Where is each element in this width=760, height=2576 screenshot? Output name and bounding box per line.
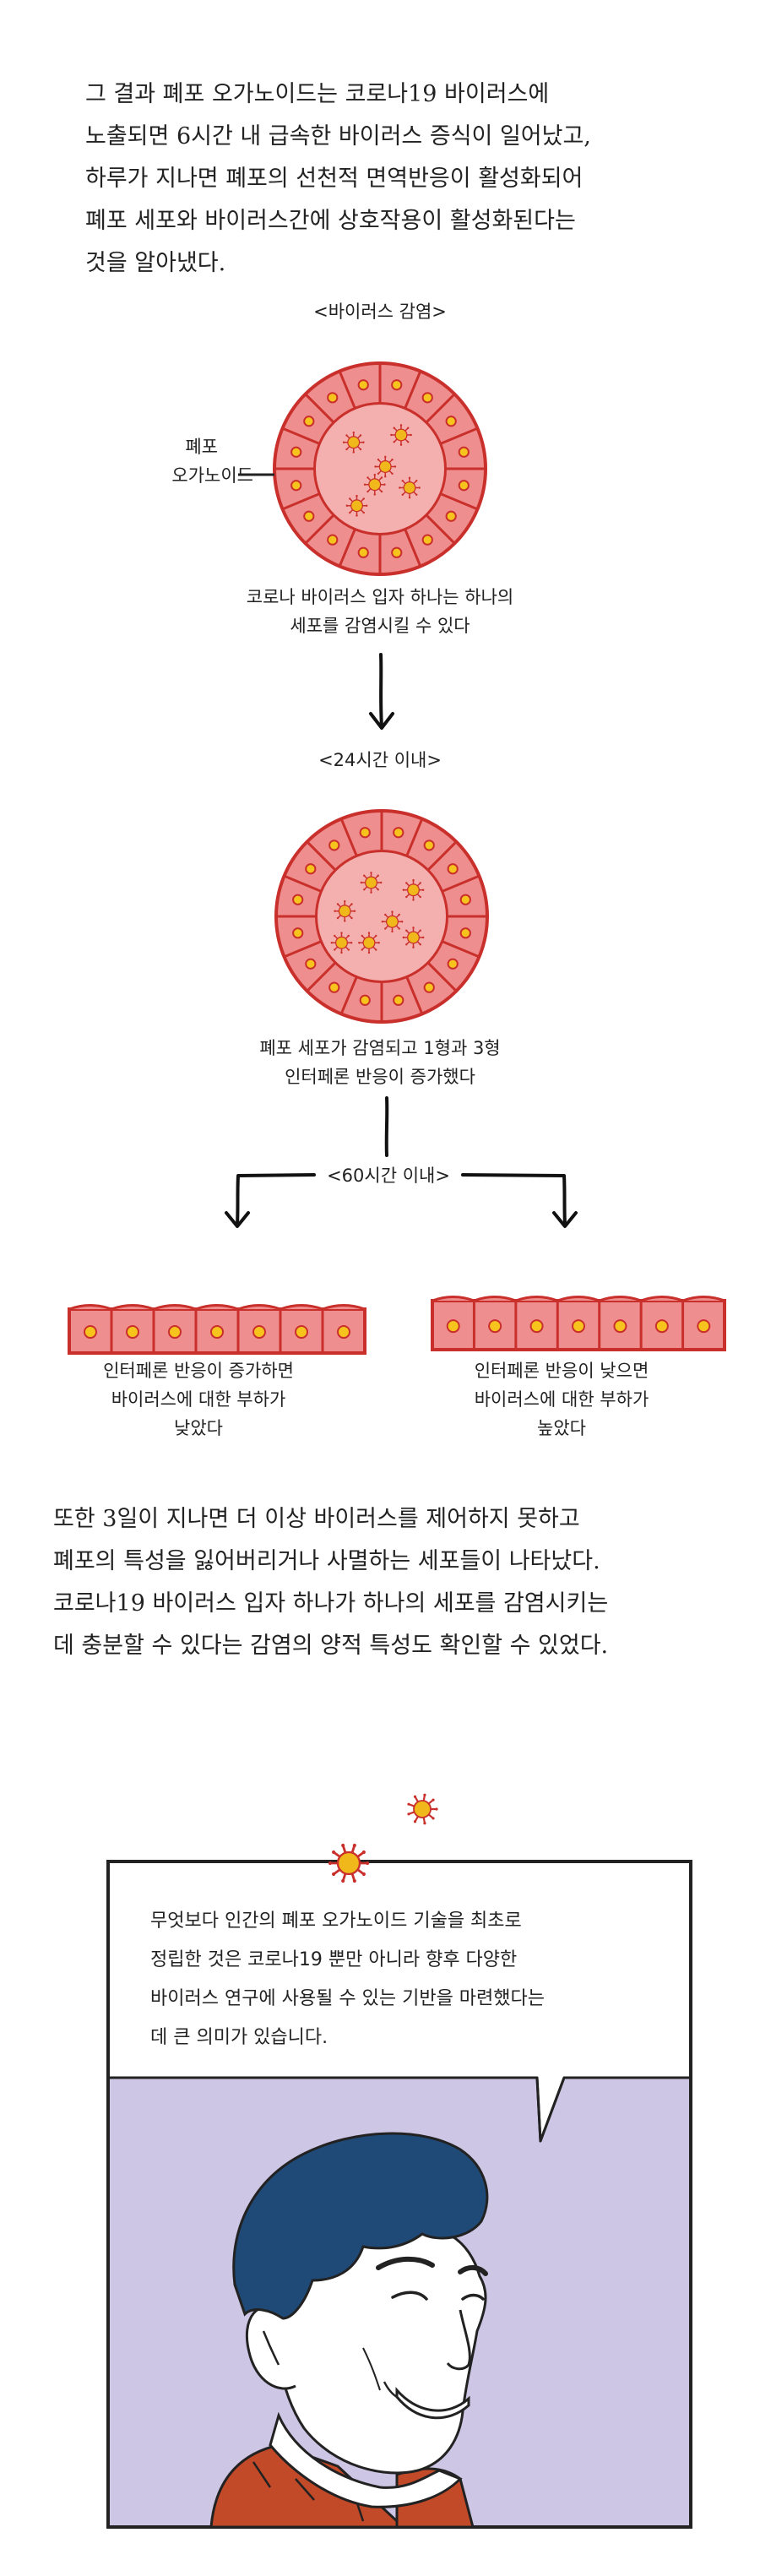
hours24-caption-line: 폐포 세포가 감염되고 1형과 3형 [259,1038,501,1058]
intro-paragraph: 그 결과 폐포 오가노이드는 코로나19 바이러스에 노출되면 6시간 내 급속… [85,73,591,285]
infection-title: <바이러스 감염> [313,302,447,322]
cell-layer-high-load [431,1296,726,1351]
virus-particle [360,872,383,894]
left-caption-line: 낮았다 [174,1418,223,1438]
outro-line: 코로나19 바이러스 입자 하나가 하나의 세포를 감염시키는 [53,1590,609,1617]
infection-caption: 코로나 바이러스 입자 하나는 하나의 세포를 감염시킬 수 있다 [194,583,566,640]
virus-particle [345,494,368,517]
right-caption: 인터페론 반응이 낮으면 바이러스에 대한 부하가 높았다 [439,1356,684,1443]
right-caption-line: 높았다 [537,1418,586,1438]
hours24-title: <24시간 이내> [318,750,442,770]
virus-particle [402,927,425,948]
speech-text: 무엇보다 인간의 폐포 오가노이드 기술을 최초로 정립한 것은 코로나19 뿐… [150,1902,545,2057]
infection-caption-line: 세포를 감염시킬 수 있다 [290,616,470,636]
virus-particle [363,473,386,496]
left-caption-line: 인터페론 반응이 증가하면 [103,1361,294,1381]
virus-particle [374,455,397,478]
virus-particle [334,899,356,922]
virus-particle [328,1843,370,1883]
hours24-caption-line: 인터페론 반응이 증가했다 [285,1067,475,1087]
hours24-caption: 폐포 세포가 감염되고 1형과 3형 인터페론 반응이 증가했다 [194,1034,566,1091]
left-caption: 인터페론 반응이 증가하면 바이러스에 대한 부하가 낮았다 [76,1356,321,1443]
speech-line: 정립한 것은 코로나19 뿐만 아니라 향후 다양한 [150,1949,518,1970]
comic-panel [106,1793,692,2529]
cell-layer-low-load [68,1304,366,1355]
outro-paragraph: 또한 3일이 지나면 더 이상 바이러스를 제어하지 못하고 폐포의 특성을 잃… [53,1498,608,1667]
split-stem [384,1096,389,1157]
outro-line: 폐포의 특성을 잃어버리거나 사멸하는 세포들이 나타났다. [53,1548,600,1574]
outro-line: 데 충분할 수 있다는 감염의 양적 특성도 확인할 수 있었다. [53,1633,609,1659]
virus-particle [407,1793,438,1825]
virus-icon [328,1843,370,1883]
intro-line: 그 결과 폐포 오가노이드는 코로나19 바이러스에 [85,81,550,107]
diagram-graphics [68,361,726,1355]
speech-line: 데 큰 의미가 있습니다. [150,2027,328,2048]
intro-line: 노출되면 6시간 내 급속한 바이러스 증식이 일어났고, [85,123,591,149]
virus-particle [390,424,412,446]
hair [232,2132,489,2320]
virus-particle [358,932,380,954]
branch-arrow-left [225,1173,316,1228]
intro-line: 하루가 지나면 폐포의 선천적 면역반응이 활성화되어 [85,166,584,192]
hours60-title: <60시간 이내> [312,1161,464,1190]
down-arrow [369,653,394,730]
right-caption-line: 바이러스에 대한 부하가 [474,1389,649,1410]
virus-particle [402,878,425,901]
branch-arrow-right [461,1173,578,1228]
virus-particle [330,932,353,954]
virus-particle [381,910,404,933]
left-caption-line: 바이러스에 대한 부하가 [111,1389,286,1410]
speech-line: 바이러스 연구에 사용될 수 있는 기반을 마련했다는 [150,1988,546,2009]
organoid-label-line: 폐포 [185,437,218,457]
intro-line: 폐포 세포와 바이러스간에 상호작용이 활성화된다는 [85,208,576,234]
virus-particle [342,431,365,454]
right-caption-line: 인터페론 반응이 낮으면 [474,1361,649,1381]
speech-line: 무엇보다 인간의 폐포 오가노이드 기술을 최초로 [150,1910,522,1932]
intro-line: 것을 알아냈다. [85,250,226,276]
virus-icon [407,1793,438,1825]
outro-line: 또한 3일이 지나면 더 이상 바이러스를 제어하지 못하고 [53,1506,580,1532]
organoid-24h [274,809,489,1024]
virus-particle [399,476,421,499]
infection-caption-line: 코로나 바이러스 입자 하나는 하나의 [246,587,514,607]
organoid-infected [273,361,487,576]
person-illustration [209,2132,489,2529]
